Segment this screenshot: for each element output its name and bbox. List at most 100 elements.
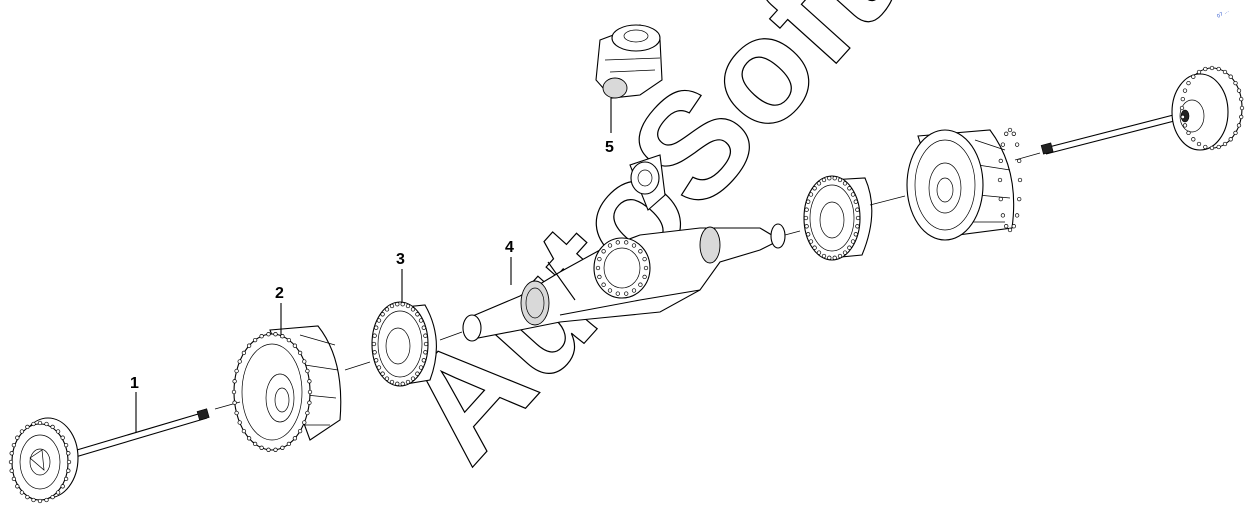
gear-tooth xyxy=(1191,74,1196,79)
gear-tooth xyxy=(37,498,43,504)
gear-tooth xyxy=(25,494,30,500)
gear-tooth xyxy=(389,303,395,309)
gear-tooth xyxy=(252,337,258,343)
gear-tooth xyxy=(376,365,382,370)
gear-tooth xyxy=(15,484,20,489)
gear-tooth xyxy=(827,176,832,181)
gear-tooth xyxy=(372,350,377,355)
gear-tooth xyxy=(418,365,424,370)
right-drum-teeth xyxy=(997,127,1023,233)
gear-tooth xyxy=(307,379,312,384)
gear-tooth xyxy=(998,196,1003,202)
gear-tooth xyxy=(302,420,307,425)
gear-tooth xyxy=(821,177,827,183)
gear-tooth xyxy=(232,379,237,384)
gear-tooth xyxy=(11,442,17,448)
gear-tooth xyxy=(1011,131,1016,136)
gear-tooth xyxy=(855,224,860,229)
gear-tooth xyxy=(1186,130,1191,136)
gear-tooth xyxy=(631,288,637,293)
right-brake-drum xyxy=(906,129,1015,241)
gear-tooth xyxy=(302,359,307,364)
corner-stamp: 07 ... xyxy=(1216,8,1230,20)
gear-tooth xyxy=(374,325,379,330)
left-brake-drum xyxy=(233,325,342,451)
gear-tooth xyxy=(816,181,822,186)
gear-tooth xyxy=(19,490,25,495)
gear-tooth xyxy=(615,291,620,296)
gear-tooth xyxy=(601,249,606,254)
gear-tooth xyxy=(827,255,832,260)
gear-tooth xyxy=(286,337,292,343)
gear-tooth xyxy=(232,400,237,405)
gear-tooth xyxy=(1228,137,1233,142)
gear-tooth xyxy=(1228,74,1233,79)
gear-tooth xyxy=(63,442,69,448)
gear-tooth xyxy=(19,429,25,434)
gear-tooth xyxy=(374,358,379,363)
gear-tooth xyxy=(1000,213,1006,218)
gear-tooth xyxy=(832,255,837,260)
gear-tooth xyxy=(607,288,613,293)
gear-tooth xyxy=(418,318,424,323)
gear-tooth xyxy=(1239,96,1244,102)
gear-tooth xyxy=(1222,141,1228,147)
gear-tooth xyxy=(60,435,65,440)
gear-tooth xyxy=(1209,65,1215,71)
callout-label-4: 4 xyxy=(505,239,514,256)
differential-unit xyxy=(595,24,663,99)
gear-tooth xyxy=(389,379,395,385)
gear-tooth xyxy=(1209,145,1215,151)
callout-5: 5 xyxy=(605,98,614,156)
gear-tooth xyxy=(371,341,377,347)
gear-tooth xyxy=(55,490,61,495)
right-planetary-ring xyxy=(803,175,873,261)
left-drum-teeth xyxy=(231,332,313,452)
gear-tooth xyxy=(1180,114,1185,120)
gear-tooth xyxy=(297,428,303,434)
gear-tooth xyxy=(806,232,811,237)
left-hub-teeth xyxy=(8,420,72,504)
gear-tooth xyxy=(8,459,14,465)
gear-tooth xyxy=(307,389,313,395)
gear-tooth xyxy=(415,312,420,317)
gear-tooth xyxy=(423,333,428,338)
gear-tooth xyxy=(595,265,601,271)
callout-label-5: 5 xyxy=(605,139,614,156)
left-planetary-ring xyxy=(371,301,437,387)
gear-tooth xyxy=(597,256,602,262)
gear-tooth xyxy=(1182,123,1188,128)
gear-tooth xyxy=(812,186,817,191)
gear-tooth xyxy=(37,420,43,426)
gear-tooth xyxy=(808,192,814,197)
gear-tooth xyxy=(1236,88,1242,93)
gear-tooth xyxy=(607,243,613,248)
gear-tooth xyxy=(50,424,55,430)
gear-tooth xyxy=(853,199,858,204)
gear-tooth xyxy=(246,343,252,348)
callout-label-3: 3 xyxy=(396,251,405,268)
gear-tooth xyxy=(305,368,310,374)
gear-tooth xyxy=(273,447,278,452)
gear-tooth xyxy=(832,176,837,181)
gear-tooth xyxy=(423,350,428,355)
gear-tooth xyxy=(234,368,239,374)
gear-tooth xyxy=(1239,114,1244,120)
gear-tooth xyxy=(638,282,643,287)
callout-2: 2 xyxy=(275,285,284,338)
gear-tooth xyxy=(66,468,71,473)
gear-tooth xyxy=(1216,144,1221,150)
gear-tooth xyxy=(266,447,271,452)
gear-tooth xyxy=(1182,88,1188,93)
gear-tooth xyxy=(31,497,36,503)
callout-label-2: 2 xyxy=(275,285,284,302)
callout-1: 1 xyxy=(130,375,139,432)
callout-4: 4 xyxy=(505,239,514,285)
gear-tooth xyxy=(1014,142,1020,147)
gear-tooth xyxy=(642,256,647,262)
gear-tooth xyxy=(853,232,858,237)
gear-tooth xyxy=(837,253,843,259)
left-ring-teeth xyxy=(371,302,429,386)
gear-tooth xyxy=(372,333,377,338)
gear-tooth xyxy=(643,265,649,271)
